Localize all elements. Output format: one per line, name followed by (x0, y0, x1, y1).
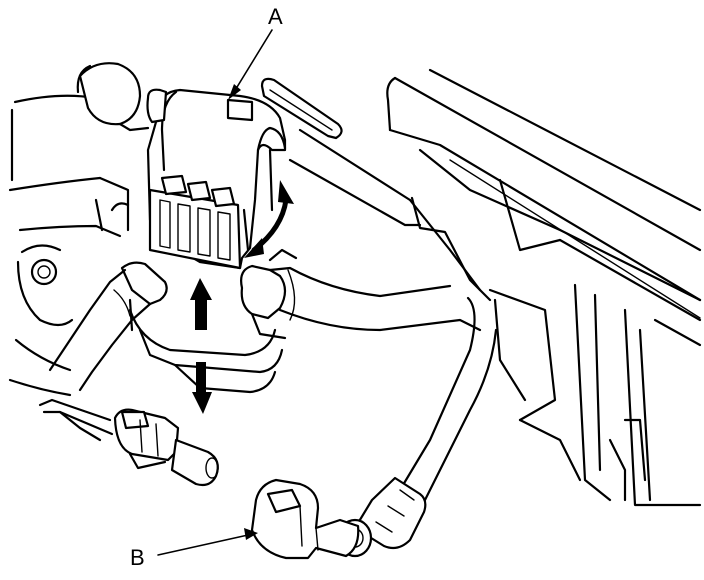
rotation-arrow (244, 180, 294, 258)
mounting-bracket (128, 298, 284, 394)
callout-b-leader (157, 528, 258, 556)
hood-seal-strip (260, 77, 343, 140)
radiator-shroud (386, 68, 702, 507)
hose-to-b (337, 296, 498, 558)
fuel-line-connector (38, 398, 219, 487)
engine-block (8, 62, 152, 397)
vacuum-hose-right (240, 264, 482, 340)
up-down-arrow (190, 278, 212, 414)
vacuum-hose-left (48, 261, 168, 392)
callout-b-label: B (130, 545, 145, 570)
callout-a-component (146, 88, 298, 270)
support-brace (288, 128, 492, 302)
callout-a-label: A (268, 4, 283, 29)
callout-b-component (250, 478, 360, 560)
callout-a-leader (228, 29, 273, 100)
